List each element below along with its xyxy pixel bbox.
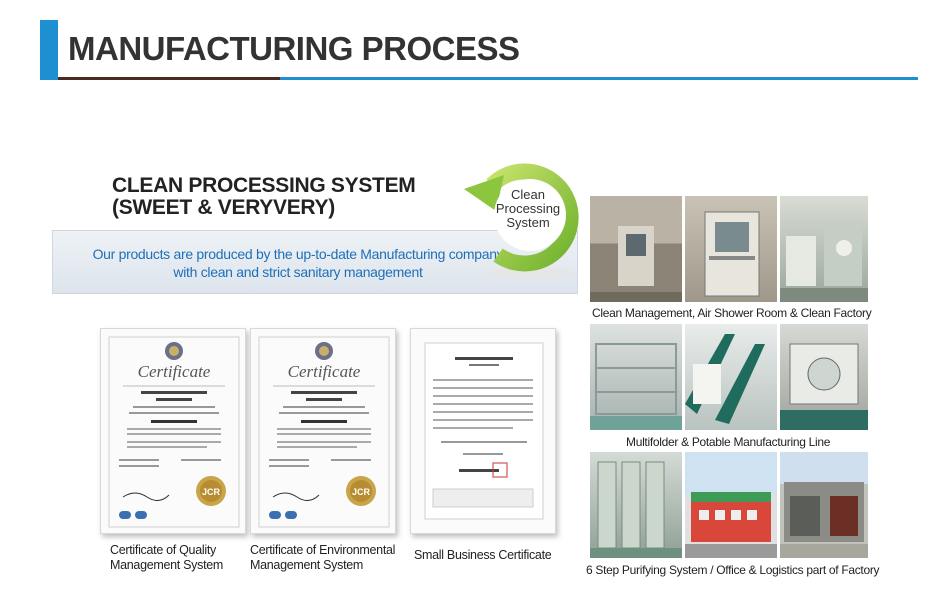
svg-text:JCR: JCR — [352, 487, 371, 497]
certificate-small-business-label: Small Business Certificate — [414, 548, 552, 563]
header-underline-dark — [58, 77, 280, 80]
certificate-environmental-label: Certificate of Environmental Management … — [250, 543, 395, 573]
svg-text:JCR: JCR — [202, 487, 221, 497]
header-accent-bar — [40, 20, 58, 80]
photo-logistics-warehouse — [780, 452, 868, 558]
certificate-quality-label: Certificate of Quality Management System — [110, 543, 223, 573]
header-underline-blue — [280, 77, 918, 80]
banner-line1: Our products are produced by the up-to-d… — [92, 246, 504, 262]
photo-manufacturing-machine — [780, 324, 868, 430]
emblem-line2: Processing — [495, 201, 561, 216]
certificate-quality-image: Certificate JCR — [100, 328, 246, 534]
cert-quality-line1: Certificate of Quality — [110, 543, 216, 557]
emblem-label: Clean Processing System — [486, 188, 570, 230]
svg-text:Certificate: Certificate — [138, 362, 211, 381]
photo-group-2-caption: Multifolder & Potable Manufacturing Line — [626, 435, 831, 449]
photo-potable-line — [685, 324, 777, 430]
certificate-environmental-image: Certificate JCR — [250, 328, 396, 534]
cert-small-business-line1: Small Business Certificate — [414, 548, 552, 562]
photo-purifying-system — [590, 452, 682, 558]
photo-multifolder-line — [590, 324, 682, 430]
photo-air-shower-room — [685, 196, 777, 302]
system-title: CLEAN PROCESSING SYSTEM (SWEET & VERYVER… — [112, 174, 416, 219]
photo-clean-factory — [780, 196, 868, 302]
svg-text:Certificate: Certificate — [288, 362, 361, 381]
photo-group-3-caption: 6 Step Purifying System / Office & Logis… — [586, 563, 880, 577]
emblem-line3: System — [506, 215, 550, 230]
clean-process-cycle-icon — [464, 163, 579, 279]
certificate-small-business-image — [410, 328, 556, 534]
cert-env-line1: Certificate of Environmental — [250, 543, 396, 557]
photo-clean-management — [590, 196, 682, 302]
system-title-line1: CLEAN PROCESSING SYSTEM — [112, 174, 416, 197]
photo-group-1-caption: Clean Management, Air Shower Room & Clea… — [592, 306, 872, 320]
cert-quality-line2: Management System — [110, 558, 224, 572]
banner-text: Our products are produced by the up-to-d… — [53, 245, 543, 281]
emblem-line1: Clean — [511, 187, 545, 202]
description-banner: Our products are produced by the up-to-d… — [52, 230, 578, 294]
photo-office-building — [685, 452, 777, 558]
page-title: MANUFACTURING PROCESS — [68, 30, 520, 67]
banner-line2: with clean and strict sanitary managemen… — [173, 264, 423, 280]
cert-env-line2: Management System — [250, 558, 364, 572]
system-title-line2: (SWEET & VERYVERY) — [112, 196, 335, 219]
